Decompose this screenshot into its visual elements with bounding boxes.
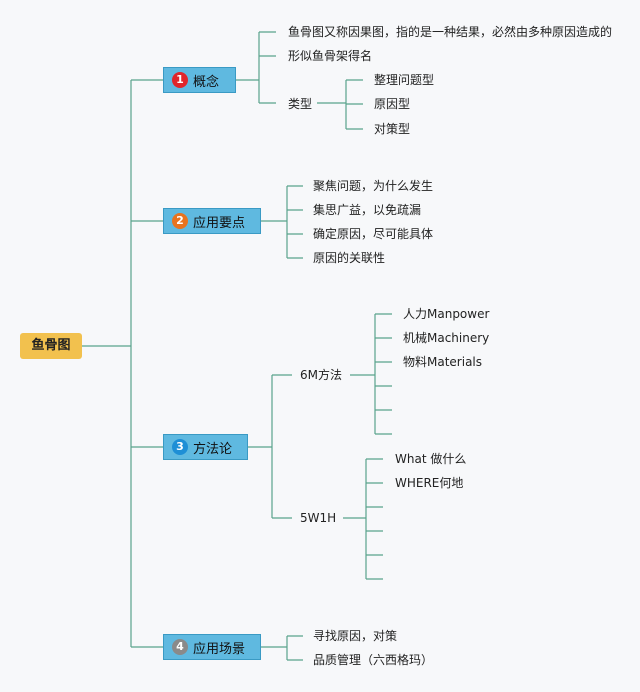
branch-4-ticks xyxy=(287,635,303,661)
6m-item-manpower[interactable]: 人力Manpower xyxy=(403,307,490,321)
5w1h-ticks xyxy=(366,458,383,580)
branch-2-spine xyxy=(261,186,288,258)
5w1h-item-where[interactable]: WHERE何地 xyxy=(395,476,464,490)
6m-item-machinery[interactable]: 机械Machinery xyxy=(403,331,490,345)
scenario-item-1[interactable]: 寻找原因，对策 xyxy=(313,629,398,643)
5w1h-connector xyxy=(343,459,367,579)
branch-label: 应用要点 xyxy=(193,215,246,231)
5w1h-item-what[interactable]: What 做什么 xyxy=(395,452,467,466)
branch-3-spine xyxy=(248,375,273,518)
method-5w1h[interactable]: 5W1H xyxy=(300,511,337,525)
branch-application-points[interactable]: 2 应用要点 xyxy=(163,208,261,234)
6m-item-materials[interactable]: 物料Materials xyxy=(403,355,483,369)
type-item-1[interactable]: 整理问题型 xyxy=(374,73,435,87)
branch-label: 方法论 xyxy=(193,441,233,457)
branch-methodology[interactable]: 3 方法论 xyxy=(163,434,248,460)
point-item-4[interactable]: 原因的关联性 xyxy=(313,251,386,265)
type-ticks xyxy=(346,79,363,130)
branch-label: 概念 xyxy=(193,74,220,90)
scenario-item-2[interactable]: 品质管理（六西格玛） xyxy=(313,653,434,667)
point-item-3[interactable]: 确定原因，尽可能具体 xyxy=(313,227,434,241)
number-badge-1: 1 xyxy=(172,72,188,88)
concept-item-definition[interactable]: 鱼骨图又称因果图，指的是一种结果，必然由多种原因造成的 xyxy=(288,25,613,39)
type-connector xyxy=(317,80,347,129)
point-item-1[interactable]: 聚焦问题，为什么发生 xyxy=(313,179,434,193)
concept-item-shape[interactable]: 形似鱼骨架得名 xyxy=(288,49,373,63)
concept-item-type[interactable]: 类型 xyxy=(288,97,313,111)
point-item-2[interactable]: 集思广益，以免疏漏 xyxy=(313,203,422,217)
branch-label: 应用场景 xyxy=(193,641,246,657)
number-badge-2: 2 xyxy=(172,213,188,229)
type-item-2[interactable]: 原因型 xyxy=(374,97,411,111)
number-badge-3: 3 xyxy=(172,439,188,455)
root-node[interactable]: 鱼骨图 xyxy=(20,333,82,359)
6m-ticks xyxy=(375,313,392,435)
6m-connector xyxy=(350,314,376,434)
branch-3-ticks xyxy=(272,374,292,519)
method-6m[interactable]: 6M方法 xyxy=(300,368,342,382)
number-badge-4: 4 xyxy=(172,639,188,655)
branch-2-ticks xyxy=(287,185,303,259)
branch-concept[interactable]: 1 概念 xyxy=(163,67,236,93)
branch-1-ticks xyxy=(259,31,276,104)
type-item-3[interactable]: 对策型 xyxy=(374,122,411,136)
branch-application-scenarios[interactable]: 4 应用场景 xyxy=(163,634,261,660)
branch-1-spine xyxy=(236,32,260,103)
branch-4-spine xyxy=(261,636,288,660)
